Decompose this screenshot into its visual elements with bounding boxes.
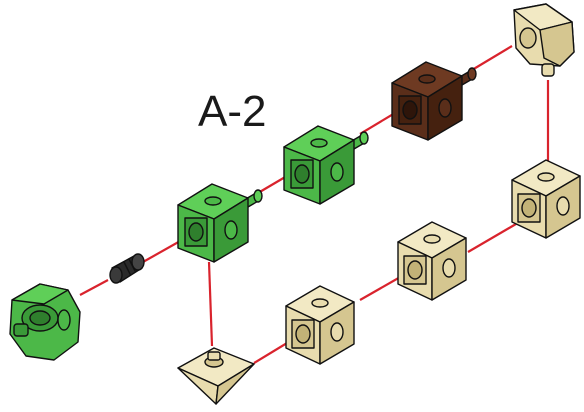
beige-cube [285, 285, 355, 365]
coupling-ridge [128, 258, 136, 272]
cube-side-hole [330, 322, 344, 342]
step-label: A-2 [198, 87, 266, 136]
connection-line [207, 261, 214, 347]
cube-top-hole [537, 172, 555, 182]
cube-top-hole [418, 74, 436, 84]
cube-side-hole [442, 258, 456, 278]
connection-line [79, 279, 109, 296]
cube-front-hole [295, 324, 311, 344]
black-coupling [109, 253, 145, 284]
corner-piece-side-face [215, 363, 255, 405]
cube-front-hole [294, 164, 310, 184]
connector-head-top-face [11, 283, 69, 305]
beige-end-cap [513, 3, 575, 77]
cube-top-hole [310, 138, 328, 148]
connection-lines [79, 45, 550, 364]
coupling-end [109, 266, 123, 284]
cube-peg-tip [253, 189, 263, 203]
coupling-end [131, 253, 145, 271]
beige-cube [397, 221, 467, 301]
cube-front-hole [402, 100, 418, 120]
connector-head-hole [29, 310, 51, 326]
connector-head-side-hole [57, 309, 71, 331]
coupling-ridge [123, 261, 131, 275]
end-cap-hole [519, 27, 537, 49]
cube-side-hole [438, 98, 452, 118]
brown-cube [391, 61, 477, 141]
cube-peg-tip [359, 131, 369, 145]
cube-side-hole [330, 162, 344, 182]
cube-top-hole [311, 298, 329, 308]
cube-top-hole [423, 234, 441, 244]
connection-line [359, 275, 403, 301]
cube-top-hole [204, 196, 222, 206]
end-cap-side-face [539, 21, 575, 67]
cube-front-hole [521, 198, 537, 218]
cube-side-hole [224, 220, 238, 240]
connection-line [142, 239, 183, 263]
connection-line [471, 45, 513, 71]
end-cap-peg [541, 63, 555, 77]
green-cube [283, 125, 369, 205]
green-connector-head [9, 283, 81, 361]
green-cube [177, 183, 263, 263]
cube-front-hole [188, 222, 204, 242]
cube-side-hole [556, 196, 570, 216]
connection-line [467, 223, 517, 253]
corner-piece-peg [207, 351, 221, 361]
beige-cube [511, 159, 581, 239]
connector-head-peg [13, 323, 29, 337]
cube-peg-tip [467, 67, 477, 81]
cube-front-hole [407, 260, 423, 280]
beige-corner-piece [177, 347, 255, 405]
